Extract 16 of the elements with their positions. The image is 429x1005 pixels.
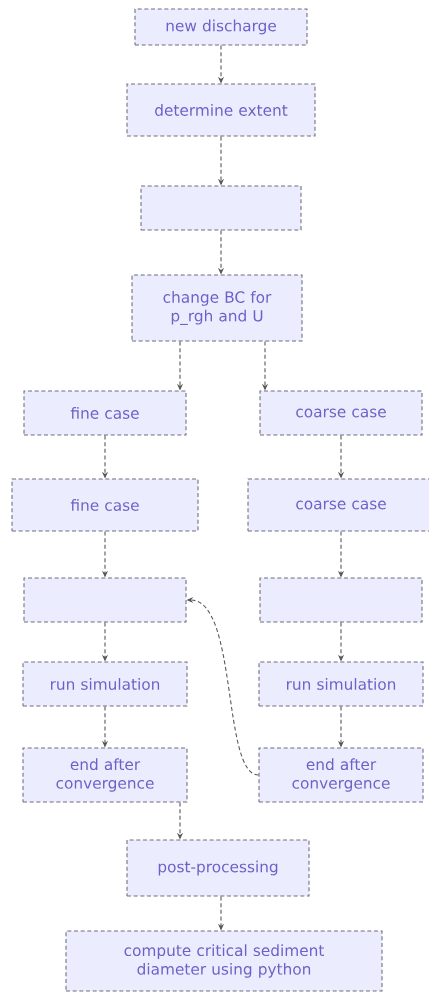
process-box: determine extent bbox=[126, 83, 316, 137]
process-box: post-processing bbox=[126, 839, 310, 897]
process-box: coarse case bbox=[259, 390, 423, 436]
empty-box bbox=[259, 577, 423, 623]
process-box: run simulation bbox=[258, 661, 424, 707]
process-box: end after convergence bbox=[22, 747, 188, 803]
process-box: run simulation bbox=[22, 661, 188, 707]
process-box: coarse case bbox=[247, 478, 429, 532]
empty-box bbox=[140, 185, 302, 231]
process-box: compute critical sediment diameter using python bbox=[65, 930, 383, 992]
process-box: end after convergence bbox=[258, 747, 424, 803]
process-box: fine case bbox=[11, 478, 199, 532]
process-box: change BC for p_rgh and U bbox=[131, 274, 303, 342]
empty-box bbox=[23, 577, 187, 623]
process-box: new discharge bbox=[134, 8, 308, 46]
process-box: fine case bbox=[23, 390, 187, 436]
